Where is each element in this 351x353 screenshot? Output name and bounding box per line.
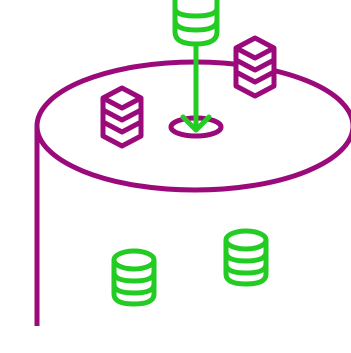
layers-icon: [100, 85, 144, 149]
arrow-down-icon: [180, 42, 212, 133]
database-icon: [223, 228, 269, 287]
layers-icon: [233, 35, 277, 99]
database-icon: [111, 248, 157, 307]
incoming-database-icon: [172, 0, 220, 47]
